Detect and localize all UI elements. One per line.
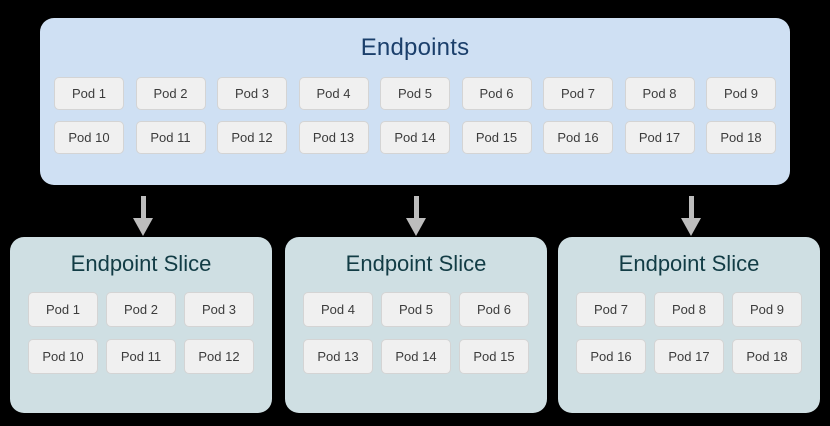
- endpoint-slice-title: Endpoint Slice: [618, 251, 760, 276]
- pod-chip[interactable]: Pod 8: [624, 77, 695, 110]
- down-arrow-icon: [403, 196, 429, 236]
- pod-chip[interactable]: Pod 9: [706, 77, 776, 110]
- endpoint-slice-pod-grid: Pod 7 Pod 8 Pod 9 Pod 16 Pod 17 Pod 18: [558, 292, 820, 374]
- down-arrow-icon: [678, 196, 704, 236]
- pod-chip[interactable]: Pod 2: [106, 292, 176, 327]
- pod-chip[interactable]: Pod 17: [624, 121, 695, 154]
- endpoint-slice-pod-row: Pod 4 Pod 5 Pod 6: [303, 292, 529, 327]
- pod-chip[interactable]: Pod 3: [217, 77, 287, 110]
- pod-chip[interactable]: Pod 15: [461, 121, 532, 154]
- pod-chip[interactable]: Pod 10: [28, 339, 98, 374]
- pod-chip[interactable]: Pod 12: [184, 339, 254, 374]
- pod-chip[interactable]: Pod 18: [706, 121, 776, 154]
- arrow-head: [406, 218, 426, 236]
- pod-chip[interactable]: Pod 3: [184, 292, 254, 327]
- pod-chip[interactable]: Pod 16: [576, 339, 646, 374]
- endpoint-slice-panel-2: Endpoint Slice Pod 4 Pod 5 Pod 6 Pod 13 …: [285, 237, 547, 413]
- endpoint-slice-pod-row: Pod 1 Pod 2 Pod 3: [28, 292, 254, 327]
- endpoints-pod-row: Pod 1 Pod 2 Pod 3 Pod 4 Pod 5 Pod 6 Pod …: [54, 77, 776, 110]
- endpoints-pod-grid: Pod 1 Pod 2 Pod 3 Pod 4 Pod 5 Pod 6 Pod …: [40, 77, 790, 154]
- pod-chip[interactable]: Pod 18: [732, 339, 802, 374]
- pod-chip[interactable]: Pod 11: [135, 121, 206, 154]
- pod-chip[interactable]: Pod 10: [54, 121, 124, 154]
- pod-chip[interactable]: Pod 14: [380, 121, 450, 154]
- endpoint-slice-panel-1: Endpoint Slice Pod 1 Pod 2 Pod 3 Pod 10 …: [10, 237, 272, 413]
- endpoints-pod-row: Pod 10 Pod 11 Pod 12 Pod 13 Pod 14 Pod 1…: [54, 121, 776, 154]
- pod-chip[interactable]: Pod 12: [217, 121, 287, 154]
- arrow-shaft: [689, 196, 694, 220]
- pod-chip[interactable]: Pod 7: [543, 77, 613, 110]
- endpoint-slice-pod-row: Pod 16 Pod 17 Pod 18: [576, 339, 802, 374]
- pod-chip[interactable]: Pod 11: [106, 339, 176, 374]
- pod-chip[interactable]: Pod 6: [461, 77, 532, 110]
- pod-chip[interactable]: Pod 5: [380, 77, 450, 110]
- arrow-shaft: [414, 196, 419, 220]
- pod-chip[interactable]: Pod 2: [135, 77, 206, 110]
- pod-chip[interactable]: Pod 6: [459, 292, 529, 327]
- pod-chip[interactable]: Pod 17: [654, 339, 724, 374]
- arrow-head: [133, 218, 153, 236]
- endpoint-slice-pod-grid: Pod 1 Pod 2 Pod 3 Pod 10 Pod 11 Pod 12: [10, 292, 272, 374]
- pod-chip[interactable]: Pod 4: [298, 77, 369, 110]
- pod-chip[interactable]: Pod 13: [303, 339, 373, 374]
- pod-chip[interactable]: Pod 4: [303, 292, 373, 327]
- pod-chip[interactable]: Pod 9: [732, 292, 802, 327]
- arrow-head: [681, 218, 701, 236]
- endpoint-slice-title: Endpoint Slice: [345, 251, 487, 276]
- pod-chip[interactable]: Pod 8: [654, 292, 724, 327]
- endpoint-slice-pod-row: Pod 10 Pod 11 Pod 12: [28, 339, 254, 374]
- endpoint-slice-panel-3: Endpoint Slice Pod 7 Pod 8 Pod 9 Pod 16 …: [558, 237, 820, 413]
- pod-chip[interactable]: Pod 16: [543, 121, 613, 154]
- pod-chip[interactable]: Pod 14: [381, 339, 451, 374]
- endpoint-slice-pod-row: Pod 13 Pod 14 Pod 15: [303, 339, 529, 374]
- endpoints-panel: Endpoints Pod 1 Pod 2 Pod 3 Pod 4 Pod 5 …: [40, 18, 790, 185]
- endpoint-slice-title: Endpoint Slice: [70, 251, 212, 276]
- down-arrow-icon: [130, 196, 156, 236]
- pod-chip[interactable]: Pod 1: [28, 292, 98, 327]
- pod-chip[interactable]: Pod 13: [298, 121, 369, 154]
- endpoint-slice-pod-row: Pod 7 Pod 8 Pod 9: [576, 292, 802, 327]
- arrow-shaft: [141, 196, 146, 220]
- endpoint-slice-pod-grid: Pod 4 Pod 5 Pod 6 Pod 13 Pod 14 Pod 15: [285, 292, 547, 374]
- pod-chip[interactable]: Pod 5: [381, 292, 451, 327]
- pod-chip[interactable]: Pod 1: [54, 77, 124, 110]
- pod-chip[interactable]: Pod 7: [576, 292, 646, 327]
- endpoints-title: Endpoints: [360, 34, 470, 61]
- pod-chip[interactable]: Pod 15: [459, 339, 529, 374]
